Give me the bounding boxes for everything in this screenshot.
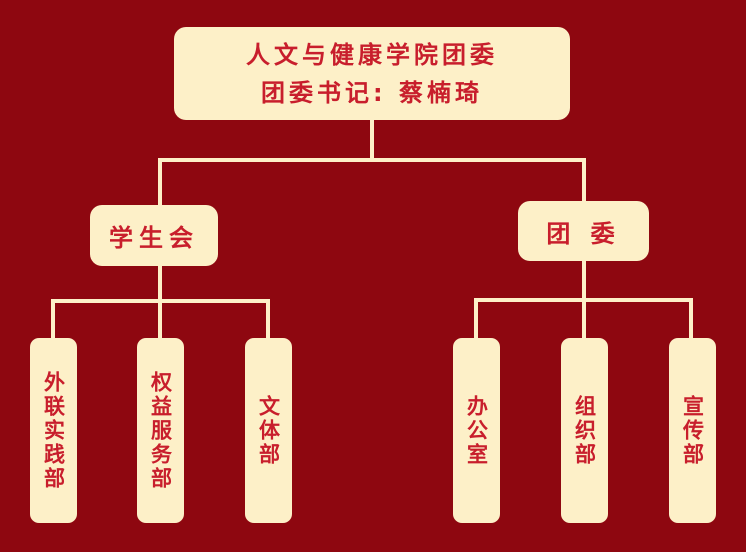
connector-line xyxy=(474,298,693,302)
connector-line xyxy=(582,158,586,202)
leaf-node: 宣传部 xyxy=(669,338,716,523)
connector-line xyxy=(51,299,55,339)
leaf-node: 权益服务部 xyxy=(137,338,184,523)
connector-line xyxy=(370,120,374,162)
branch-node-student-union: 学生会 xyxy=(90,205,218,266)
connector-line xyxy=(51,299,270,303)
connector-line xyxy=(689,298,693,339)
leaf-node: 办公室 xyxy=(453,338,500,523)
connector-line xyxy=(158,158,586,162)
root-node: 人文与健康学院团委 团委书记: 蔡楠琦 xyxy=(174,27,570,120)
connector-line xyxy=(158,158,162,206)
leaf-node: 组织部 xyxy=(561,338,608,523)
connector-line xyxy=(474,298,478,339)
branch-node-youth-league: 团 委 xyxy=(518,201,649,261)
leaf-node: 外联实践部 xyxy=(30,338,77,523)
root-secretary: 团委书记: 蔡楠琦 xyxy=(261,78,483,107)
connector-line xyxy=(266,299,270,339)
leaf-node: 文体部 xyxy=(245,338,292,523)
root-title: 人文与健康学院团委 xyxy=(246,40,498,69)
